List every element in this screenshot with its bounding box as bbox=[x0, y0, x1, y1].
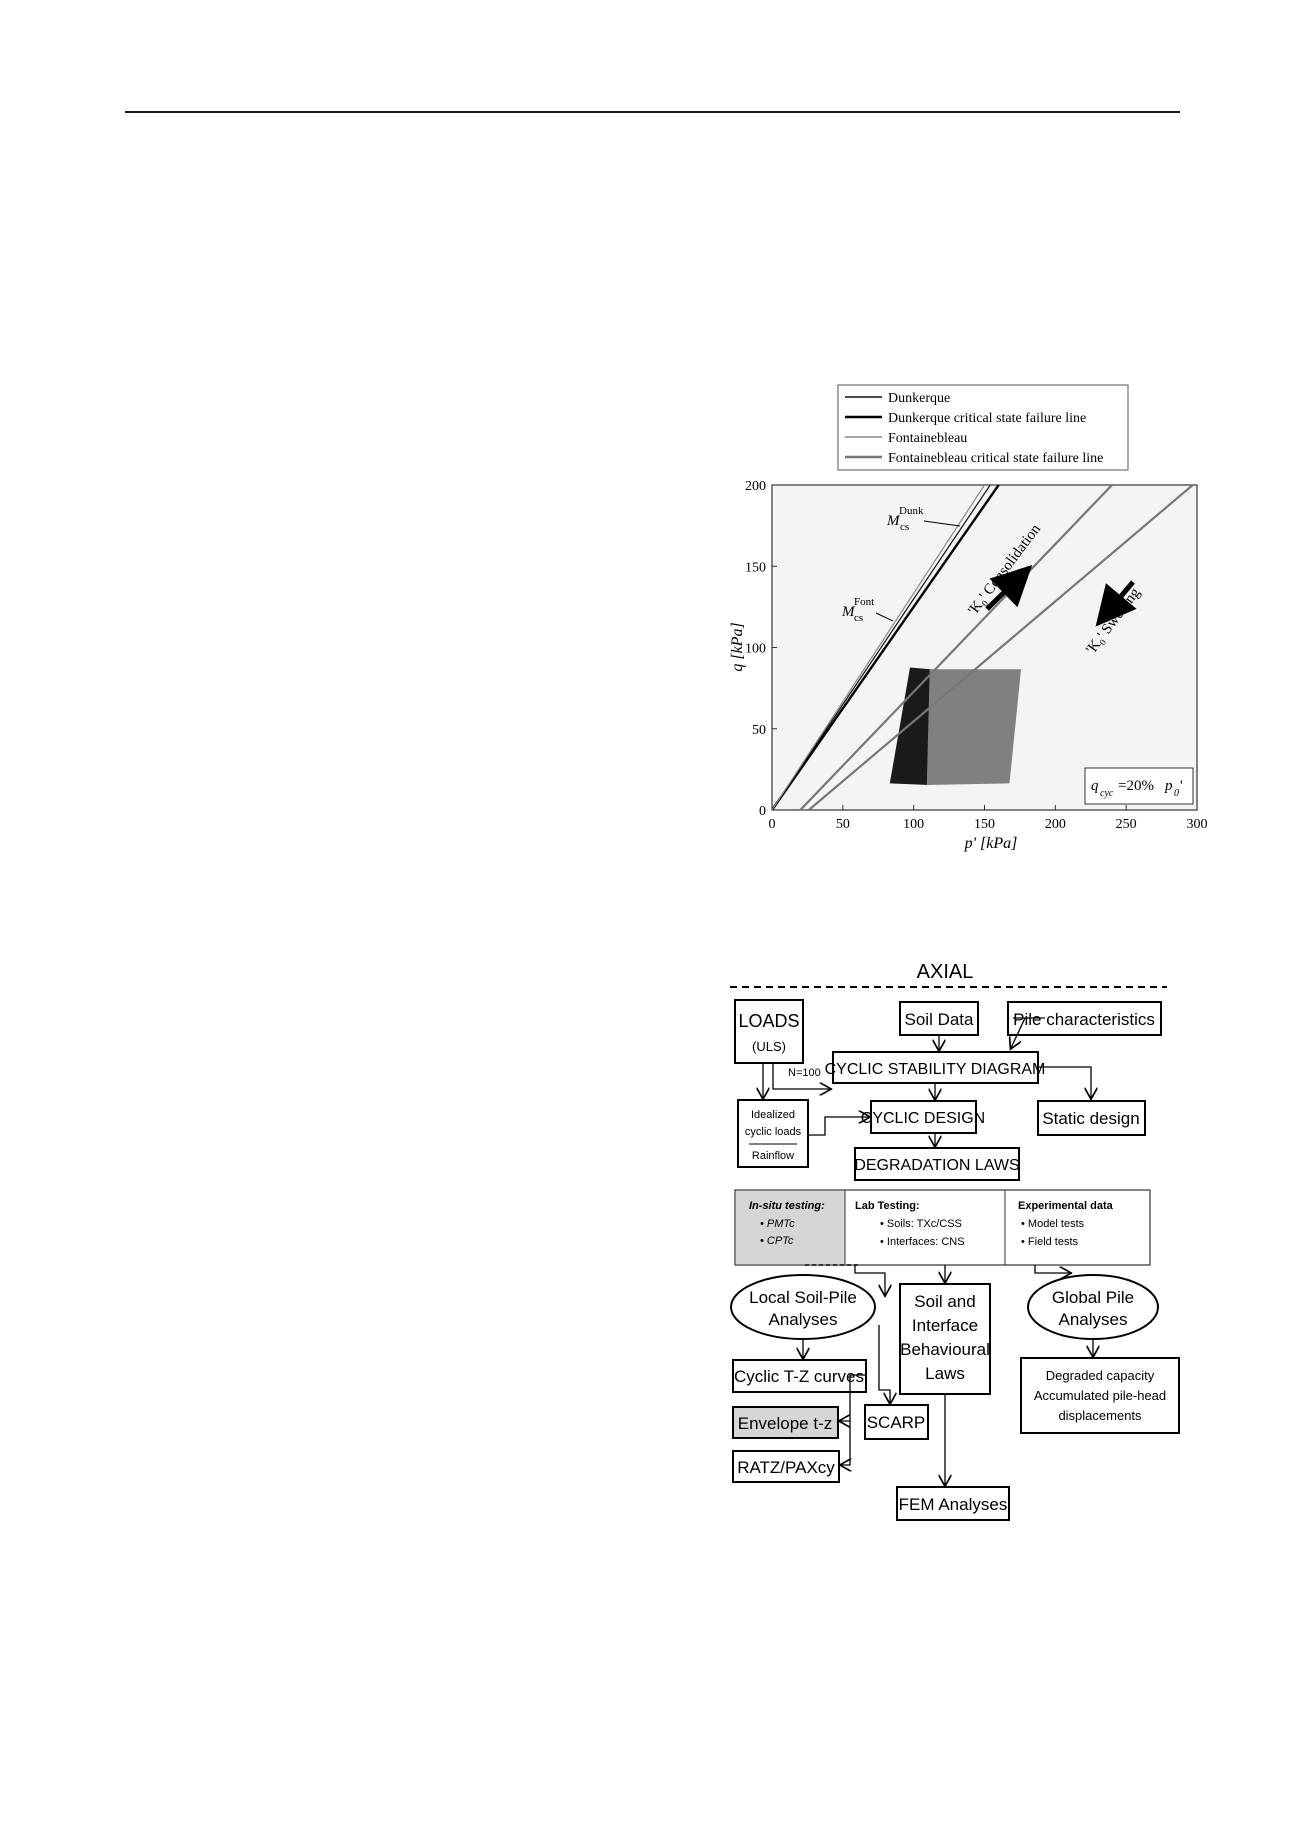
series-line-3 bbox=[808, 485, 1194, 810]
cyclic-tz-label: Cyclic T-Z curves bbox=[734, 1367, 864, 1386]
fem-label: FEM Analyses bbox=[899, 1495, 1008, 1514]
lab-title: Lab Testing: bbox=[855, 1200, 920, 1212]
qcyc-psub: 0 bbox=[1174, 788, 1179, 799]
y-tick-label: 100 bbox=[745, 642, 766, 657]
y-axis-label: q [kPa] bbox=[729, 622, 746, 671]
m-font-base: M bbox=[841, 604, 856, 620]
stress-path-chart: Dunkerque Dunkerque critical state failu… bbox=[729, 384, 1208, 852]
static-design-label: Static design bbox=[1042, 1109, 1139, 1128]
m-dunk-sup: Dunk bbox=[899, 505, 924, 517]
x-tick-label: 100 bbox=[903, 817, 924, 832]
series-line-2 bbox=[772, 485, 986, 810]
y-tick-label: 200 bbox=[745, 479, 766, 494]
series-line-1 bbox=[772, 485, 1000, 810]
annotation-m-dunk: M cs Dunk bbox=[886, 505, 961, 533]
ratz-box bbox=[732, 1450, 840, 1483]
chart-legend: Dunkerque Dunkerque critical state failu… bbox=[837, 384, 1129, 471]
insitu-title: In-situ testing: bbox=[749, 1200, 825, 1212]
cyclic-stability-label: CYCLIC STABILITY DIAGRAM bbox=[825, 1061, 1046, 1078]
y-tick-label: 150 bbox=[745, 560, 766, 575]
x-axis-label: p' [kPa] bbox=[964, 835, 1018, 852]
annotation-m-font: M cs Font bbox=[841, 596, 894, 624]
qcyc-p: p bbox=[1164, 778, 1173, 794]
exp-title: Experimental data bbox=[1018, 1200, 1114, 1212]
qcyc-box: q cyc =20% p 0 ' bbox=[1084, 767, 1194, 805]
behavioural-laws-box bbox=[899, 1283, 991, 1395]
cyclic-design-label: CYCLIC DESIGN bbox=[861, 1110, 985, 1127]
ratz-label: RATZ/PAXcy bbox=[737, 1458, 835, 1477]
lab-item-soils: • Soils: TXc/CSS bbox=[880, 1218, 962, 1230]
fontainebleau-cyclic-region bbox=[926, 669, 1022, 786]
y-tick-label: 0 bbox=[759, 804, 766, 819]
pile-characteristics-label: Pile characteristics bbox=[1013, 1010, 1155, 1029]
x-tick-label: 0 bbox=[769, 817, 776, 832]
loads-label: LOADS bbox=[738, 1011, 799, 1031]
axial-title: AXIAL bbox=[917, 961, 974, 983]
degraded-line2: Accumulated pile-head bbox=[1034, 1388, 1166, 1403]
local-line1: Local Soil-Pile bbox=[749, 1288, 857, 1307]
soil-line2: Interface bbox=[912, 1316, 978, 1335]
qcyc-sub: cyc bbox=[1100, 788, 1114, 799]
legend-label-fontainebleau: Fontainebleau bbox=[888, 431, 967, 446]
x-tick-label: 150 bbox=[974, 817, 995, 832]
idealized-line1: Idealized bbox=[751, 1109, 795, 1121]
flowchart-connectors bbox=[763, 1017, 1093, 1485]
axial-flowchart: AXIAL LOADS (ULS) Soil Data Pile charact… bbox=[730, 961, 1180, 1521]
global-line1: Global Pile bbox=[1052, 1288, 1134, 1307]
soil-data-label: Soil Data bbox=[905, 1010, 975, 1029]
m-dunk-base: M bbox=[886, 513, 901, 529]
global-line2: Analyses bbox=[1059, 1310, 1128, 1329]
exp-item-field: • Field tests bbox=[1021, 1236, 1079, 1248]
n100-label: N=100 bbox=[788, 1067, 821, 1079]
rainflow-label: Rainflow bbox=[752, 1150, 794, 1162]
cyclic-tz-box bbox=[732, 1359, 867, 1393]
m-font-sup: Font bbox=[854, 596, 874, 608]
static-design-box bbox=[1037, 1100, 1146, 1136]
m-font-sub: cs bbox=[854, 612, 863, 624]
global-analyses-ellipse bbox=[1027, 1274, 1159, 1340]
degraded-capacity-box bbox=[1020, 1357, 1180, 1434]
fem-box bbox=[896, 1486, 1010, 1521]
x-tick-label: 300 bbox=[1187, 817, 1208, 832]
legend-label-dunkerque: Dunkerque bbox=[888, 391, 950, 406]
degraded-line1: Degraded capacity bbox=[1046, 1368, 1155, 1383]
qcyc-mid: =20% bbox=[1118, 778, 1154, 794]
scarp-box bbox=[864, 1404, 929, 1440]
exp-item-model: • Model tests bbox=[1021, 1218, 1085, 1230]
soil-line3: Behavioural bbox=[900, 1340, 990, 1359]
local-line2: Analyses bbox=[769, 1310, 838, 1329]
qcyc-prime: ' bbox=[1180, 778, 1183, 794]
degradation-laws-label: DEGRADATION LAWS bbox=[854, 1157, 1019, 1174]
m-dunk-sub: cs bbox=[900, 521, 909, 533]
insitu-item-pmtc: • PMTc bbox=[760, 1218, 795, 1230]
qcyc-q: q bbox=[1091, 778, 1099, 794]
lab-item-interfaces: • Interfaces: CNS bbox=[880, 1236, 965, 1248]
y-tick-label: 50 bbox=[752, 723, 766, 738]
insitu-testing-cell bbox=[736, 1191, 845, 1264]
envelope-tz-label: Envelope t-z bbox=[738, 1414, 833, 1433]
idealized-loads-box bbox=[737, 1099, 809, 1168]
cyclic-design-box bbox=[870, 1100, 977, 1134]
insitu-item-cptc: • CPTc bbox=[760, 1235, 794, 1247]
idealized-line2: cyclic loads bbox=[745, 1126, 802, 1138]
x-tick-label: 50 bbox=[836, 817, 850, 832]
legend-label-dunkerque-csl: Dunkerque critical state failure line bbox=[888, 411, 1086, 426]
local-analyses-ellipse bbox=[730, 1274, 876, 1340]
series-line-3 bbox=[799, 485, 1113, 810]
scarp-label: SCARP bbox=[867, 1413, 926, 1432]
header-rule bbox=[125, 111, 1180, 113]
legend-label-fontainebleau-csl: Fontainebleau critical state failure lin… bbox=[888, 451, 1103, 466]
soil-line4: Laws bbox=[925, 1364, 965, 1383]
soil-line1: Soil and bbox=[914, 1292, 975, 1311]
x-tick-label: 250 bbox=[1116, 817, 1137, 832]
loads-box bbox=[734, 999, 804, 1064]
degraded-line3: displacements bbox=[1058, 1408, 1142, 1423]
x-tick-label: 200 bbox=[1045, 817, 1066, 832]
loads-sub-label: (ULS) bbox=[752, 1039, 786, 1054]
